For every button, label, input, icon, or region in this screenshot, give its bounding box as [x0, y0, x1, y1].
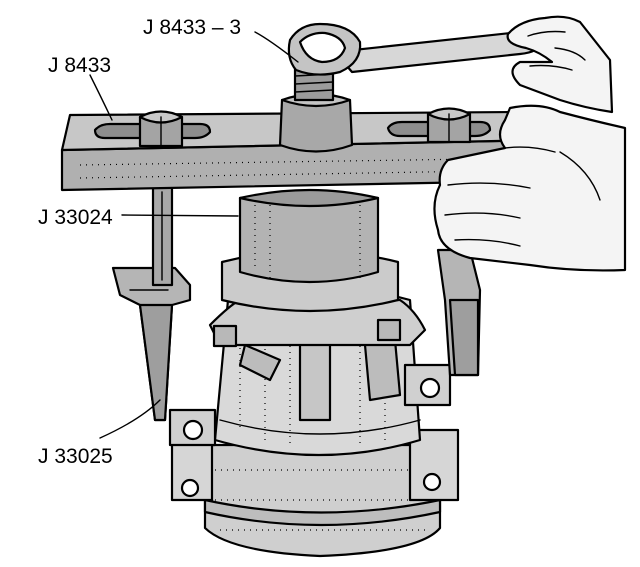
label-j33025: J 33025: [38, 445, 113, 468]
label-j33024: J 33024: [38, 206, 113, 229]
bar-bolt-left: [138, 110, 184, 148]
wrench-j8433-3: [287, 22, 542, 76]
label-j8433: J 8433: [48, 54, 111, 77]
callout-line-j33024: [121, 214, 239, 217]
support-legs-j33025: [111, 248, 482, 422]
callout-line-j8433-3: [254, 31, 299, 63]
adapter-j33024: [220, 188, 400, 313]
callout-line-j33025: [99, 399, 161, 439]
hand-lower: [433, 104, 627, 272]
compressor-body: [168, 286, 460, 558]
callout-line-j8433: [89, 74, 113, 121]
callout-lines: [89, 31, 299, 439]
hand-upper: [506, 15, 614, 114]
label-j8433-3: J 8433 – 3: [143, 16, 241, 39]
support-rod-left: [151, 184, 174, 287]
bar-bolt-right: [426, 107, 472, 144]
